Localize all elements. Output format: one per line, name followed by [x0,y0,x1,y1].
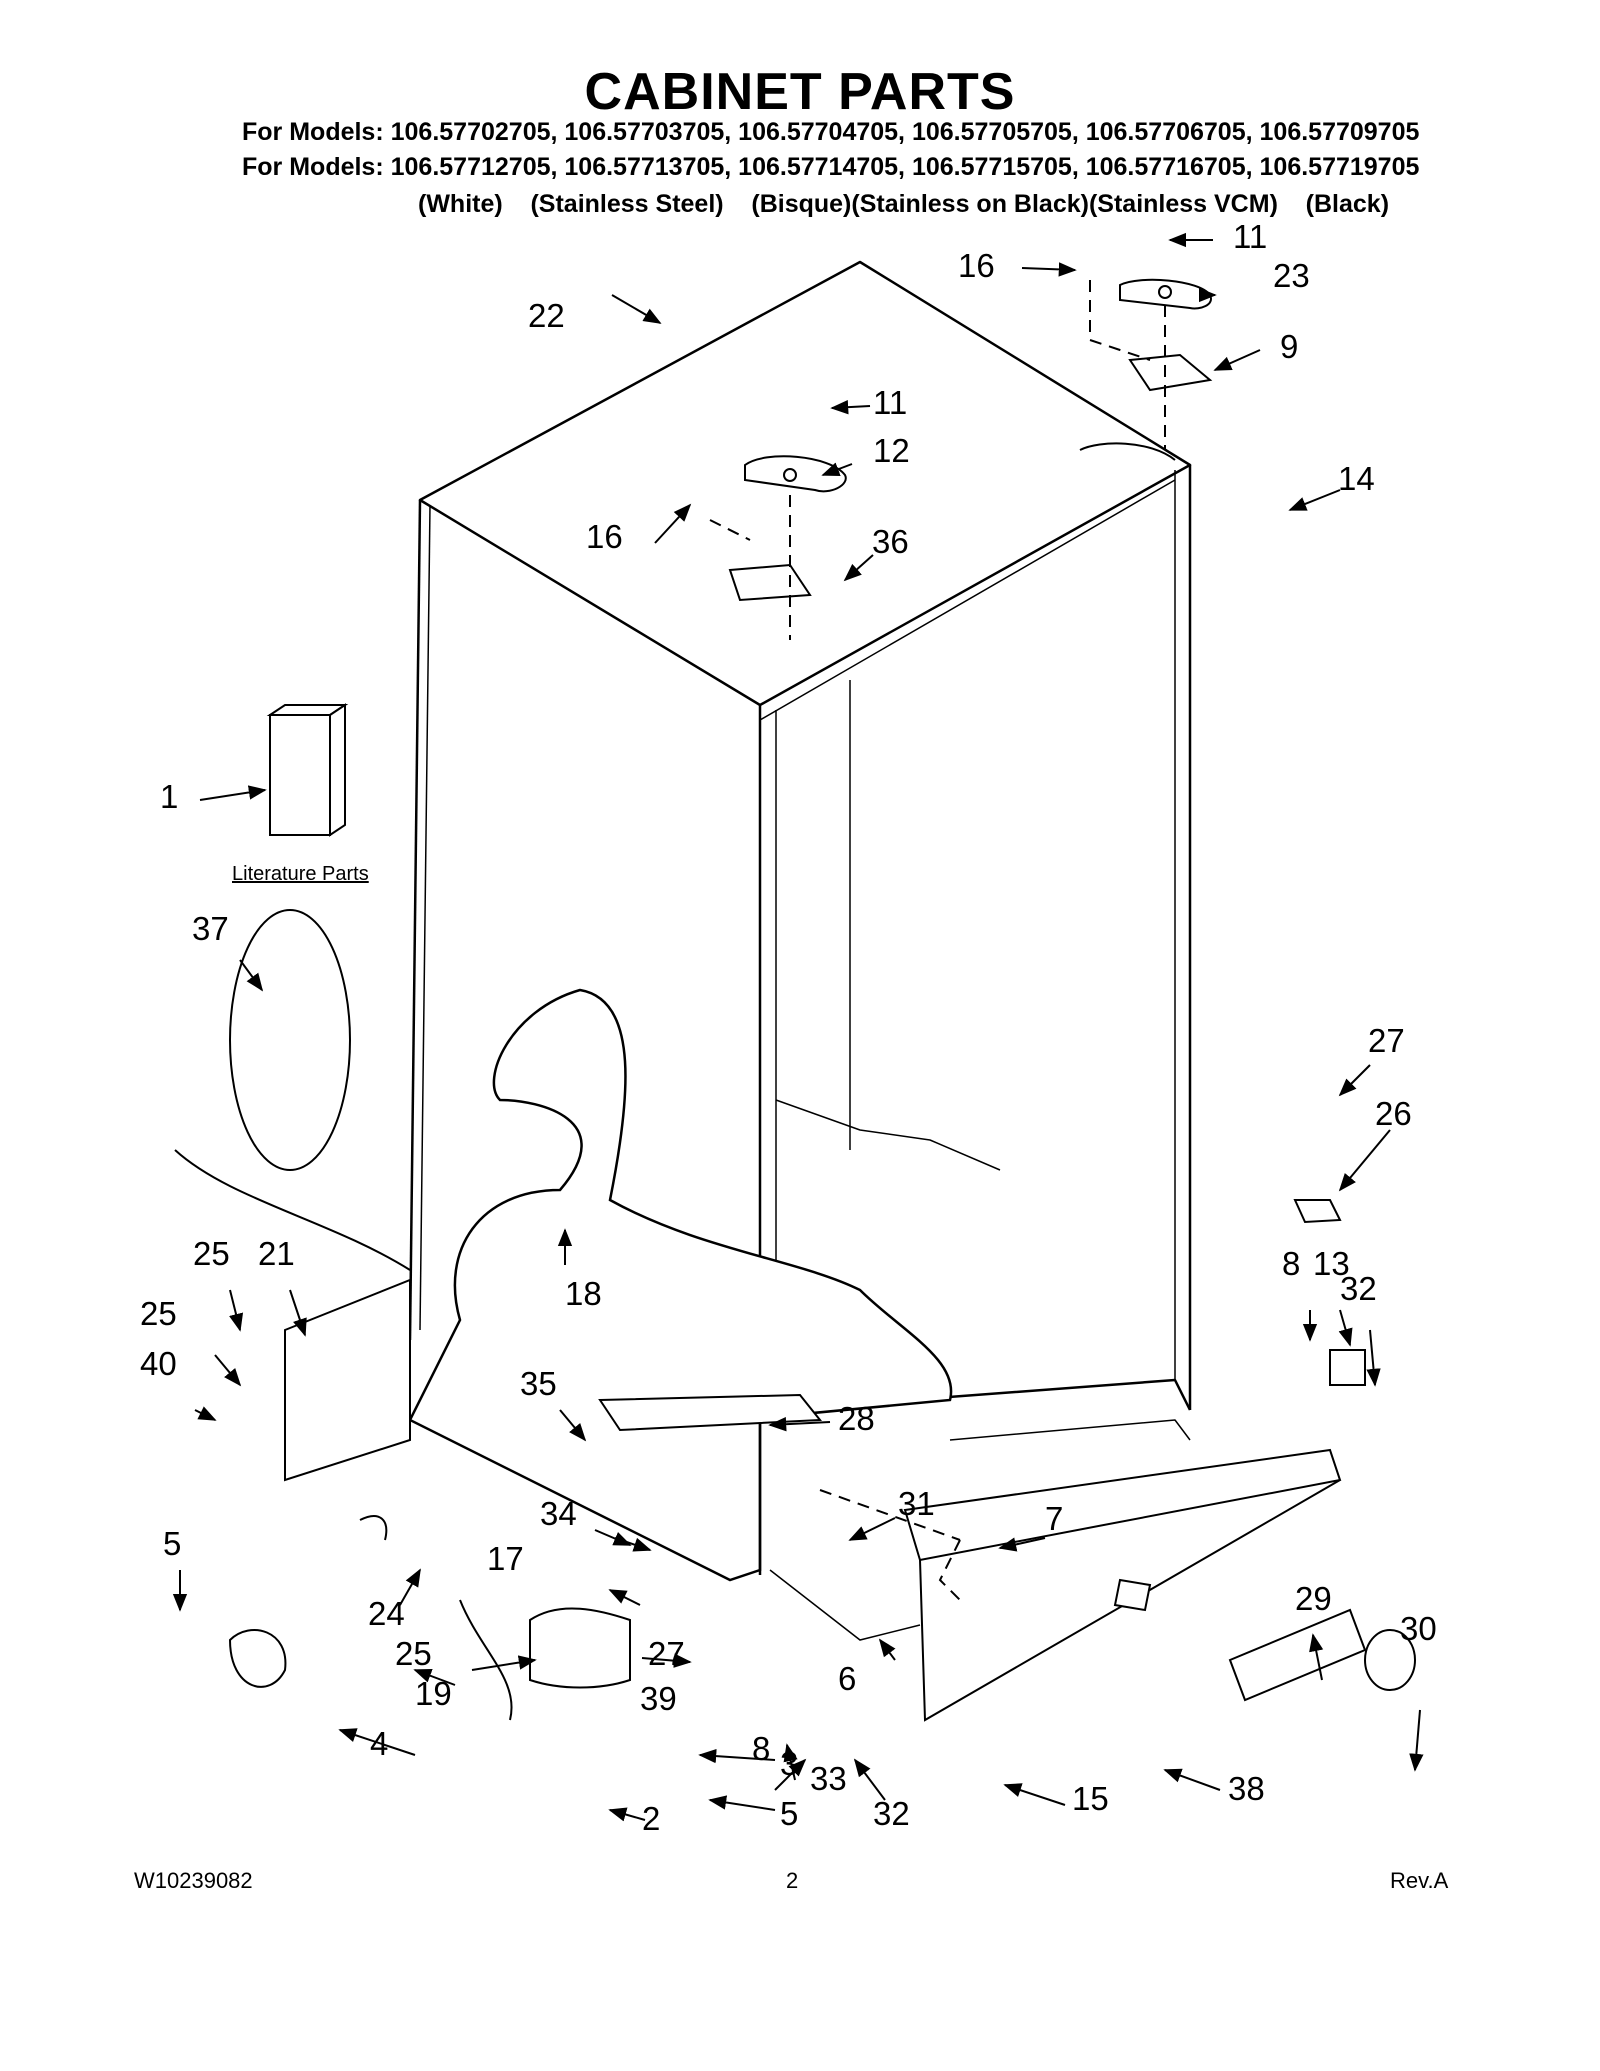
callout-6: 6 [838,1660,856,1697]
callout-36: 36 [872,523,909,560]
callout-1: 1 [160,778,178,815]
callout-26: 26 [1375,1095,1412,1132]
callout-15: 15 [1072,1780,1109,1817]
callout-27: 27 [1368,1022,1405,1059]
callout-29: 29 [1295,1580,1332,1617]
callout-30: 30 [1400,1610,1437,1647]
callout-labels: 1 2 3 4 5 5 6 7 8 8 9 11 11 12 13 14 15 … [140,218,1437,1837]
callout-18: 18 [565,1275,602,1312]
assembly-guides [709,280,1166,1601]
callout-25c: 25 [395,1635,432,1672]
leader-lines [172,232,1424,1822]
callout-28: 28 [838,1400,875,1437]
callout-32b: 32 [873,1795,910,1832]
callout-24: 24 [368,1595,405,1632]
callout-22: 22 [528,297,565,334]
callout-32: 32 [1340,1270,1377,1307]
callout-34: 34 [540,1495,577,1532]
callout-7: 7 [1045,1500,1063,1537]
callout-9: 9 [1280,328,1298,365]
callout-4: 4 [370,1725,388,1762]
callout-38: 38 [1228,1770,1265,1807]
color-variants: (White) (Stainless Steel) (Bisque)(Stain… [418,190,1390,218]
doc-number: W10239082 [134,1868,253,1893]
callout-25b: 25 [140,1295,177,1332]
callout-8b: 8 [752,1730,770,1767]
literature-parts-label: Literature Parts [232,863,369,885]
top-hinge-assembly [728,278,1213,602]
callout-33: 33 [810,1760,847,1797]
callout-16: 16 [958,247,995,284]
callout-27b: 27 [648,1635,685,1672]
callout-14: 14 [1338,460,1375,497]
callout-21: 21 [258,1235,295,1272]
callout-8: 8 [1282,1245,1300,1282]
callout-2: 2 [642,1800,660,1837]
callout-31: 31 [898,1485,935,1522]
callout-11: 11 [1233,218,1267,255]
callout-11b: 11 [873,384,907,421]
callout-5b: 5 [780,1795,798,1832]
callout-13: 13 [1313,1245,1350,1282]
models-line-1: For Models: 106.57702705, 106.57703705, … [242,118,1420,146]
callout-3: 3 [780,1745,798,1782]
revision: Rev.A [1390,1868,1449,1893]
callout-17: 17 [487,1540,524,1577]
cabinet-lower-liner [408,988,953,1641]
callout-19: 19 [415,1675,452,1712]
callout-23: 23 [1273,257,1310,294]
models-line-2: For Models: 106.57712705, 106.57713705, … [242,153,1420,181]
callout-12: 12 [873,432,910,469]
callout-16b: 16 [586,518,623,555]
left-side-parts [174,703,631,1721]
callout-35: 35 [520,1365,557,1402]
callout-5: 5 [163,1525,181,1562]
right-side-parts [598,1199,1416,1722]
callout-37: 37 [192,910,229,947]
page-number: 2 [786,1868,799,1893]
callout-25: 25 [193,1235,230,1272]
callout-39: 39 [640,1680,677,1717]
page-title: CABINET PARTS [584,63,1016,121]
callout-40: 40 [140,1345,177,1382]
